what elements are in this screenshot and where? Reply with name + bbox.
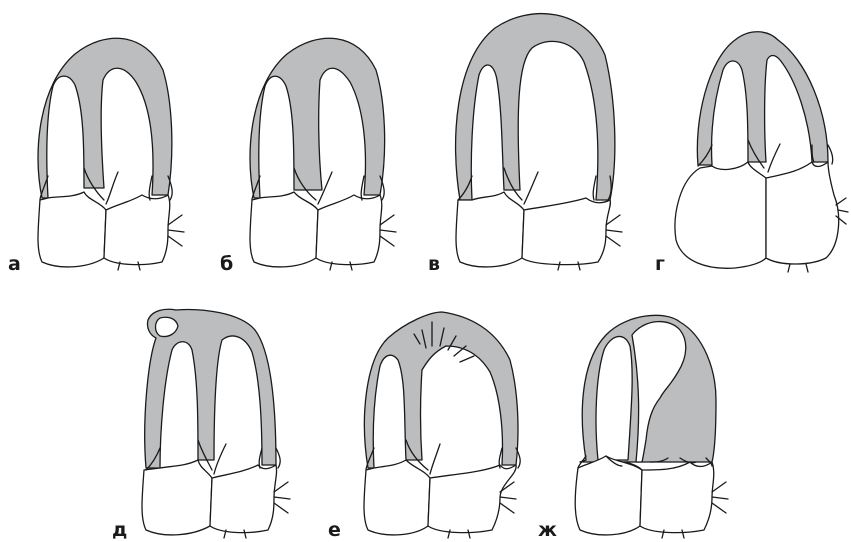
panel-v: в [428,14,622,275]
panel-b: б [220,38,396,275]
panel-label-zh: ж [538,519,557,541]
panel-e: е [328,312,520,541]
left-chamber [522,198,610,265]
panel-a: а [8,38,184,275]
right-chamber [575,456,642,535]
panel-label-a: а [8,253,21,275]
panel-d: д [112,309,290,541]
left-chamber [210,465,277,533]
right-chamber [250,192,318,267]
right-chamber [38,192,106,267]
left-chamber [104,195,170,265]
panel-g: г [655,32,848,275]
left-chamber [316,195,382,265]
left-chamber [766,162,839,264]
myocardium-wall [697,32,828,165]
myocardium-wall [364,312,518,468]
right-chamber [456,192,524,267]
myocardium-wall [38,38,172,198]
panel-label-b: б [220,253,233,275]
panel-label-e: е [328,519,341,541]
myocardium-wall [250,38,385,198]
panel-label-g: г [655,253,665,275]
panel-label-v: в [428,253,440,275]
right-chamber [364,460,430,535]
myocardium-wall [456,14,615,200]
left-chamber [428,465,516,533]
panel-label-d: д [112,519,127,541]
panel-zh: ж [538,315,728,541]
right-chamber [675,162,766,268]
left-chamber [640,462,714,533]
right-chamber [142,460,212,535]
